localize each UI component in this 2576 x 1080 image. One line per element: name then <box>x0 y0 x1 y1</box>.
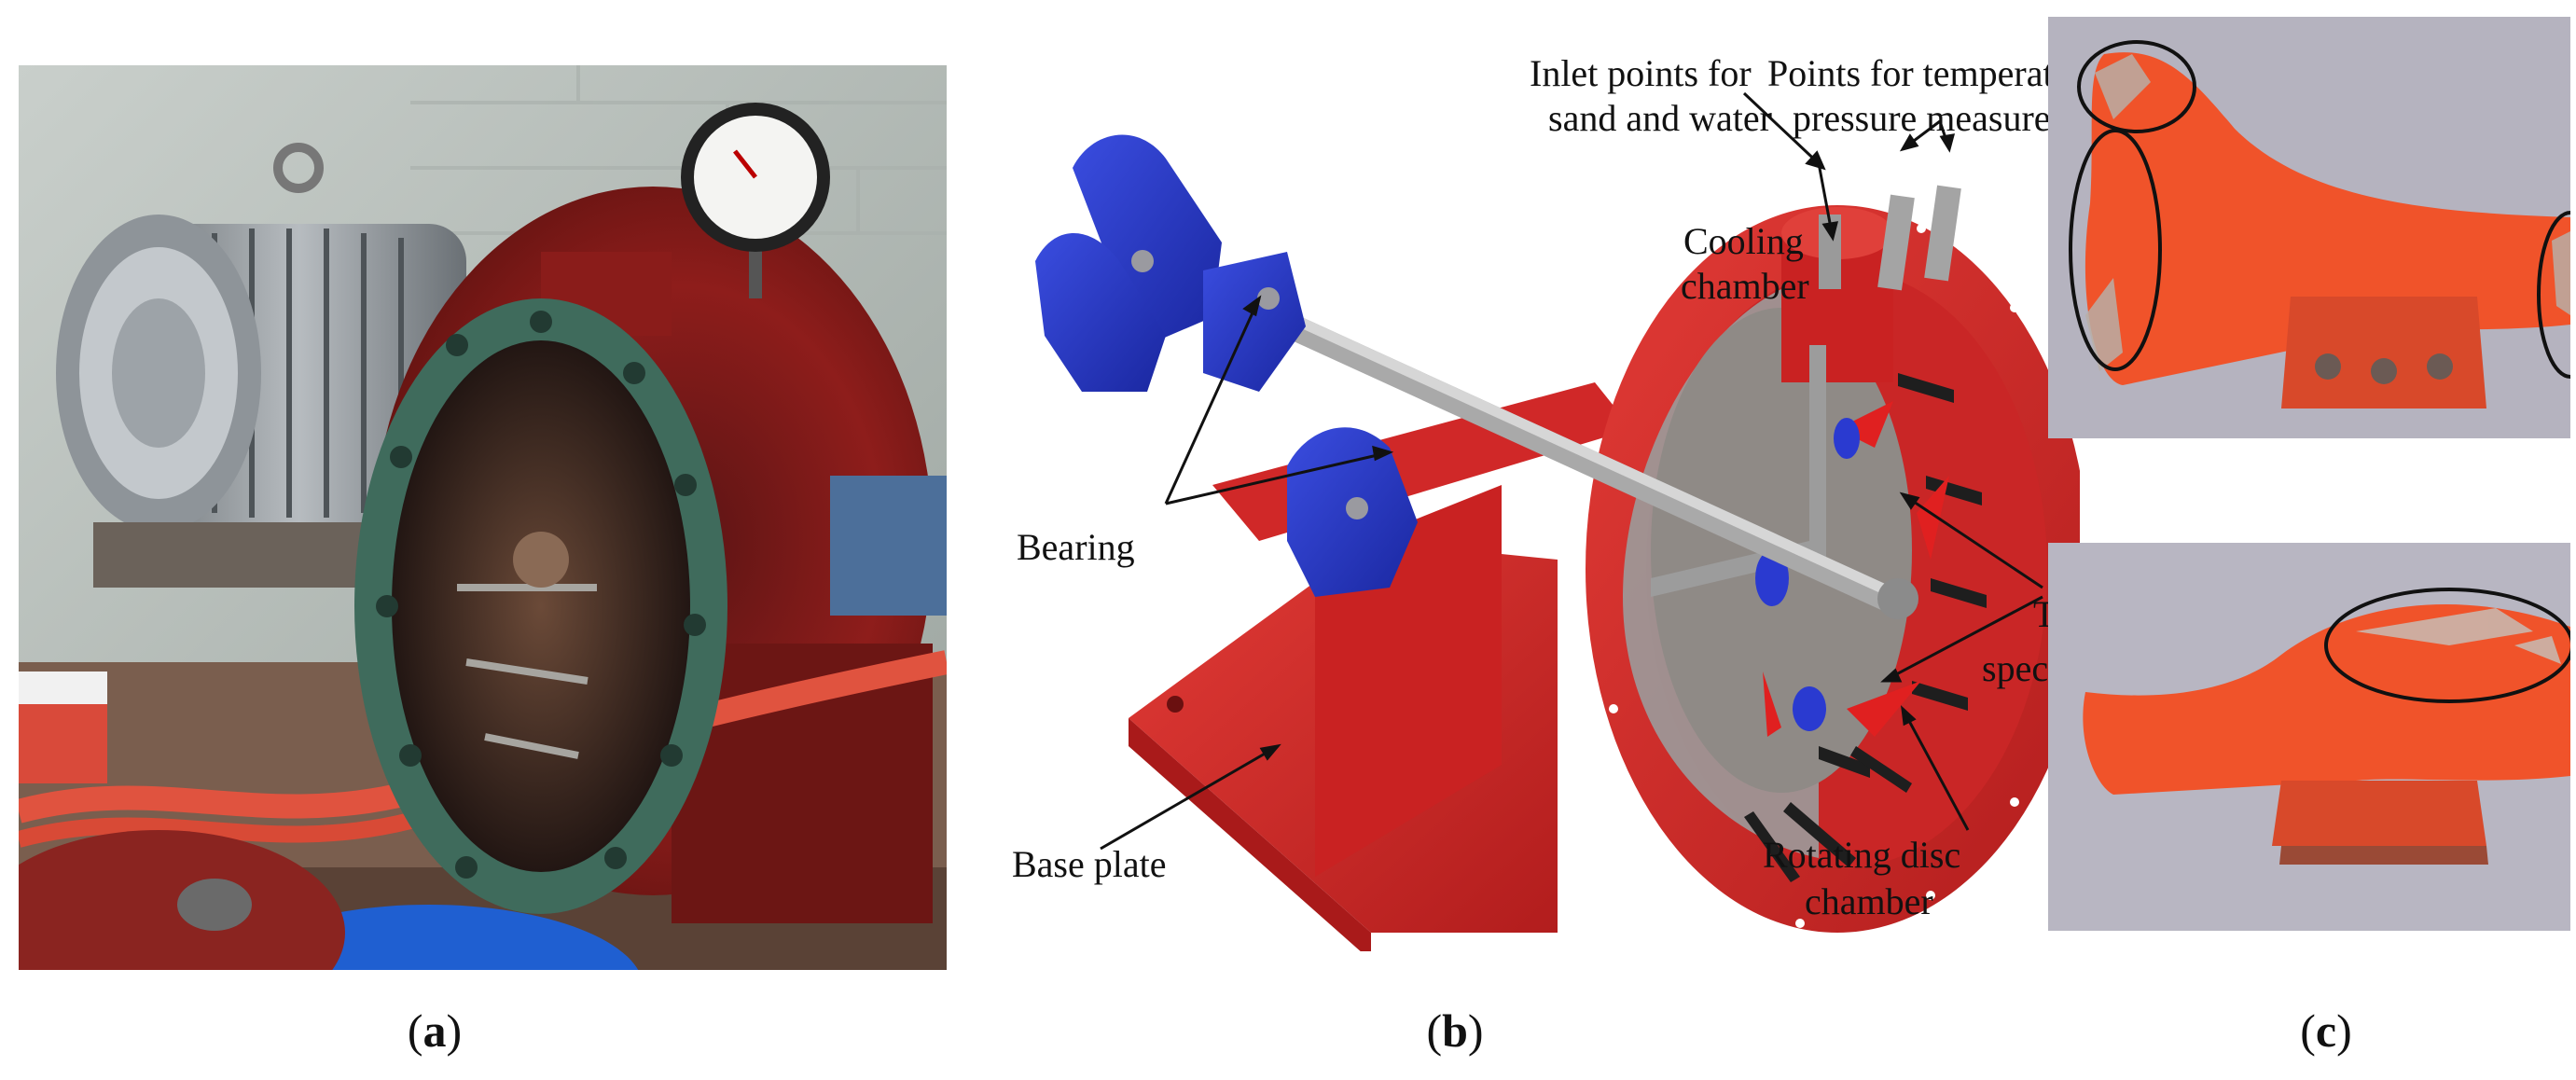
svg-text:Base plate: Base plate <box>1012 843 1167 885</box>
svg-text:sand and water: sand and water <box>1548 97 1772 139</box>
svg-text:chamber: chamber <box>1681 265 1809 307</box>
panel-b-diagram: Inlet points for sand and water Points f… <box>979 37 2164 961</box>
specimen-photo-bottom <box>2048 543 2574 931</box>
svg-text:Bearing: Bearing <box>1017 526 1135 568</box>
svg-text:Rotating disc: Rotating disc <box>1763 834 1960 876</box>
svg-text:Cooling: Cooling <box>1683 220 1804 262</box>
svg-text:Points for temperature and: Points for temperature and <box>1767 52 2080 94</box>
svg-text:pressure measurement: pressure measurement <box>1793 97 2080 139</box>
svg-text:chamber: chamber <box>1805 880 1933 922</box>
panel-c-caption: (c) <box>2300 1004 2352 1057</box>
wear-marker-circle <box>2077 40 2196 133</box>
test-rig-photo <box>0 65 949 1073</box>
erosion-tester-schematic: Inlet points for sand and water Points f… <box>1012 52 2164 961</box>
panel-c-bottom-photo <box>2048 543 2574 931</box>
specimen-photo-top <box>2048 17 2576 438</box>
svg-text:Inlet points for: Inlet points for <box>1530 52 1752 94</box>
panel-a-caption: (a) <box>407 1004 463 1057</box>
panel-b-caption: (b) <box>1426 1004 1484 1057</box>
panel-a-photo <box>0 65 949 1073</box>
panel-c-top-photo <box>2048 17 2576 438</box>
